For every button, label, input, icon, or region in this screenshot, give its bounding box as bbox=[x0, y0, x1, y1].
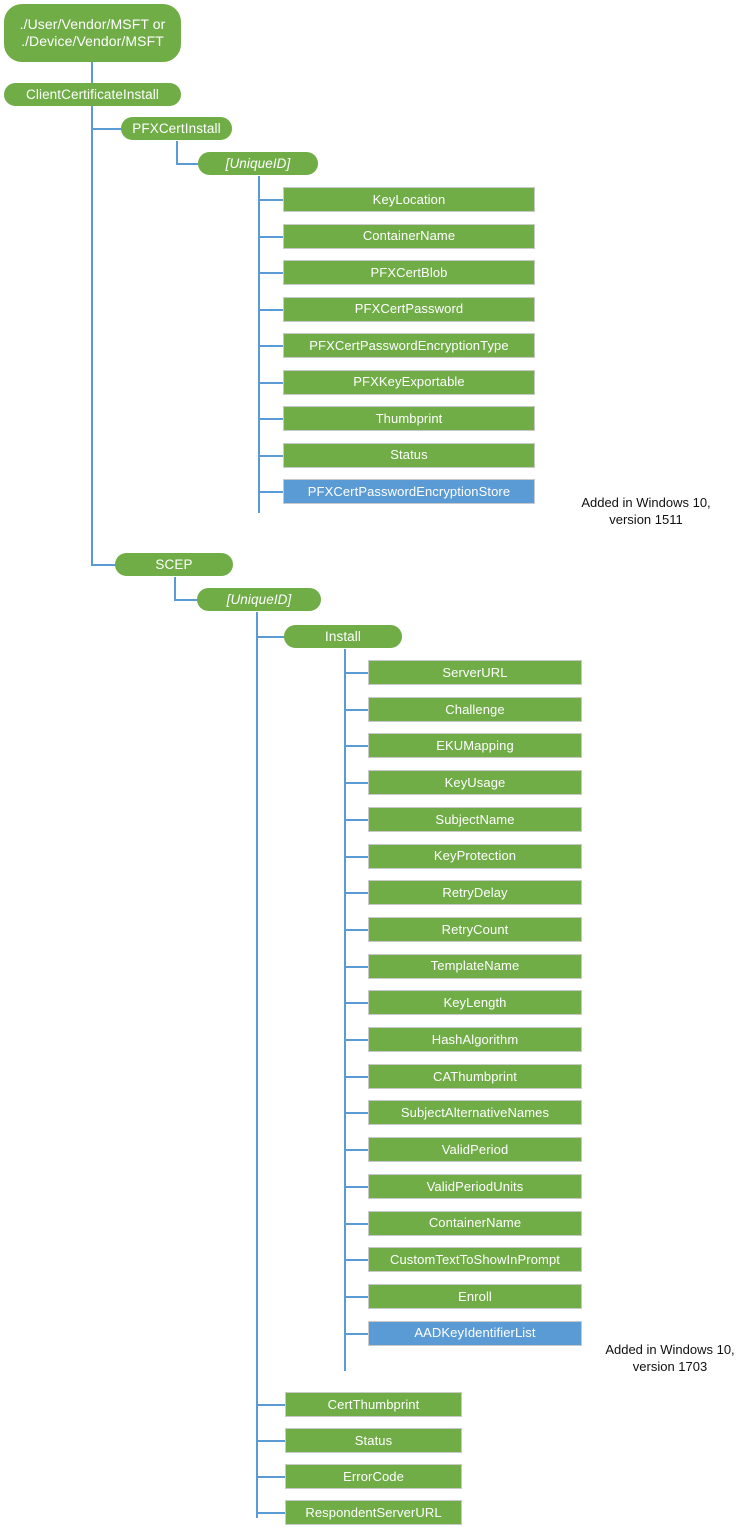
note-2-line-2: version 1703 bbox=[632, 1358, 708, 1374]
connector-pfx-leaf-3 bbox=[258, 308, 283, 311]
connector-scep-install-leaf-14 bbox=[344, 1185, 368, 1188]
connector-scep-install-leaf-18 bbox=[344, 1332, 368, 1335]
connector-pfx-leaf-0 bbox=[258, 199, 283, 201]
connector-pfx-leaf-4 bbox=[258, 345, 283, 347]
connector-scep-install-leaf-17 bbox=[344, 1295, 368, 1298]
connector-scep-install-leaf-3 bbox=[344, 782, 368, 785]
connector-scep-install-leaf-15 bbox=[344, 1222, 368, 1225]
node-pfx-leaf-7[interactable]: Status bbox=[283, 442, 535, 468]
connector-scep-uniqueid-to-install bbox=[256, 636, 285, 638]
node-pfx-leaf-1[interactable]: ContainerName bbox=[283, 223, 535, 249]
connector-scep-uniqueid-leaf-2 bbox=[256, 1476, 285, 1478]
node-scep-install-leaf-2[interactable]: EKUMapping bbox=[368, 733, 582, 759]
node-scep-install-leaf-9[interactable]: KeyLength bbox=[368, 990, 582, 1016]
node-scep-install-leaf-4[interactable]: SubjectName bbox=[368, 806, 582, 832]
node-pfx-leaf-3[interactable]: PFXCertPassword bbox=[283, 296, 535, 322]
node-clientcertificateinstall[interactable]: ClientCertificateInstall bbox=[4, 83, 181, 106]
node-scep-install-leaf-15[interactable]: ContainerName bbox=[368, 1210, 582, 1236]
connector-scep-install-leaf-2 bbox=[344, 745, 368, 748]
node-scep-uniqueid-leaf-3[interactable]: RespondentServerURL bbox=[285, 1500, 462, 1525]
connector-pfx-leaf-6 bbox=[258, 418, 283, 420]
note-1-line-1: Added in Windows 10, bbox=[581, 495, 711, 510]
node-scep-install-leaf-11[interactable]: CAThumbprint bbox=[368, 1063, 582, 1089]
connector-scep-uniqueid-trunk bbox=[256, 612, 258, 1518]
node-scep-install-leaf-12[interactable]: SubjectAlternativeNames bbox=[368, 1100, 582, 1126]
connector-scep-install-leaf-7 bbox=[344, 928, 368, 931]
connector-pfx-leaf-8 bbox=[258, 491, 283, 493]
node-scep-install-leaf-17[interactable]: Enroll bbox=[368, 1283, 582, 1309]
connector-root-to-clientcertificateinstall bbox=[91, 62, 93, 83]
node-pfxcertinstall[interactable]: PFXCertInstall bbox=[121, 117, 232, 140]
note-pfx-added-version: Added in Windows 10, version 1511 bbox=[546, 495, 746, 528]
node-pfx-leaf-5[interactable]: PFXKeyExportable bbox=[283, 369, 535, 395]
connector-scep-to-uniqueid bbox=[174, 599, 198, 601]
node-scep-uniqueid[interactable]: [UniqueID] bbox=[197, 588, 321, 611]
connector-scep-install-leaf-8 bbox=[344, 965, 368, 968]
node-scep-install-leaf-10[interactable]: HashAlgorithm bbox=[368, 1027, 582, 1052]
node-scep-install-leaf-0[interactable]: ServerURL bbox=[368, 660, 582, 685]
connector-scep-install-leaf-6 bbox=[344, 892, 368, 895]
connector-pfx-leaf-7 bbox=[258, 454, 283, 457]
node-scep-install-leaf-14[interactable]: ValidPeriodUnits bbox=[368, 1173, 582, 1199]
root-line-2: ./Device/Vendor/MSFT bbox=[21, 33, 164, 49]
connector-scep-down bbox=[174, 577, 176, 599]
node-pfx-leaf-6[interactable]: Thumbprint bbox=[283, 406, 535, 431]
connector-pfx-leaf-5 bbox=[258, 381, 283, 384]
node-scep-install-leaf-6[interactable]: RetryDelay bbox=[368, 880, 582, 906]
node-scep-install-leaf-8[interactable]: TemplateName bbox=[368, 953, 582, 979]
connector-scep-install-leaf-16 bbox=[344, 1259, 368, 1262]
node-scep-install-leaf-18[interactable]: AADKeyIdentifierList bbox=[368, 1320, 582, 1346]
connector-scep-uniqueid-leaf-0 bbox=[256, 1404, 285, 1406]
connector-scep-install-leaf-1 bbox=[344, 708, 368, 711]
node-pfx-leaf-0[interactable]: KeyLocation bbox=[283, 187, 535, 212]
node-pfx-leaf-8[interactable]: PFXCertPasswordEncryptionStore bbox=[283, 479, 535, 504]
connector-to-pfxcertinstall bbox=[91, 128, 122, 130]
connector-pfx-leaf-2 bbox=[258, 272, 283, 274]
connector-scep-install-leaf-11 bbox=[344, 1075, 368, 1078]
connector-pfx-leaf-1 bbox=[258, 235, 283, 238]
node-scep-install-leaf-3[interactable]: KeyUsage bbox=[368, 770, 582, 796]
node-scep-install-leaf-16[interactable]: CustomTextToShowInPrompt bbox=[368, 1247, 582, 1273]
connector-scep-install-leaf-12 bbox=[344, 1112, 368, 1115]
connector-pfxcertinstall-to-uniqueid bbox=[176, 163, 199, 165]
note-2-line-1: Added in Windows 10, bbox=[605, 1342, 735, 1357]
node-scep[interactable]: SCEP bbox=[115, 553, 233, 576]
connector-scep-uniqueid-leaf-1 bbox=[256, 1440, 285, 1442]
node-root[interactable]: ./User/Vendor/MSFT or ./Device/Vendor/MS… bbox=[4, 4, 181, 62]
connector-scep-install-leaf-0 bbox=[344, 672, 368, 674]
note-aad-added-version: Added in Windows 10, version 1703 bbox=[590, 1342, 750, 1375]
note-1-line-2: version 1511 bbox=[609, 511, 683, 527]
connector-clientcertificateinstall-trunk bbox=[91, 105, 93, 566]
connector-scep-install-leaf-5 bbox=[344, 855, 368, 858]
node-scep-uniqueid-leaf-0[interactable]: CertThumbprint bbox=[285, 1392, 462, 1417]
node-scep-uniqueid-leaf-2[interactable]: ErrorCode bbox=[285, 1464, 462, 1489]
connector-install-trunk bbox=[344, 649, 346, 1371]
node-install[interactable]: Install bbox=[284, 625, 402, 648]
connector-scep-install-leaf-10 bbox=[344, 1039, 368, 1041]
root-line-1: ./User/Vendor/MSFT or bbox=[19, 16, 166, 33]
node-scep-install-leaf-7[interactable]: RetryCount bbox=[368, 916, 582, 942]
connector-scep-install-leaf-13 bbox=[344, 1149, 368, 1152]
node-scep-install-leaf-1[interactable]: Challenge bbox=[368, 696, 582, 722]
connector-scep-install-leaf-4 bbox=[344, 818, 368, 821]
node-scep-install-leaf-13[interactable]: ValidPeriod bbox=[368, 1137, 582, 1163]
connector-scep-uniqueid-leaf-3 bbox=[256, 1512, 285, 1514]
node-scep-uniqueid-leaf-1[interactable]: Status bbox=[285, 1428, 462, 1453]
node-pfx-leaf-2[interactable]: PFXCertBlob bbox=[283, 260, 535, 285]
connector-scep-install-leaf-9 bbox=[344, 1002, 368, 1005]
connector-pfx-uniqueid-trunk bbox=[258, 176, 260, 513]
node-scep-install-leaf-5[interactable]: KeyProtection bbox=[368, 843, 582, 869]
node-pfx-uniqueid[interactable]: [UniqueID] bbox=[198, 152, 318, 175]
connector-pfxcertinstall-down bbox=[176, 141, 178, 163]
connector-to-scep bbox=[91, 564, 122, 566]
node-pfx-leaf-4[interactable]: PFXCertPasswordEncryptionType bbox=[283, 333, 535, 358]
